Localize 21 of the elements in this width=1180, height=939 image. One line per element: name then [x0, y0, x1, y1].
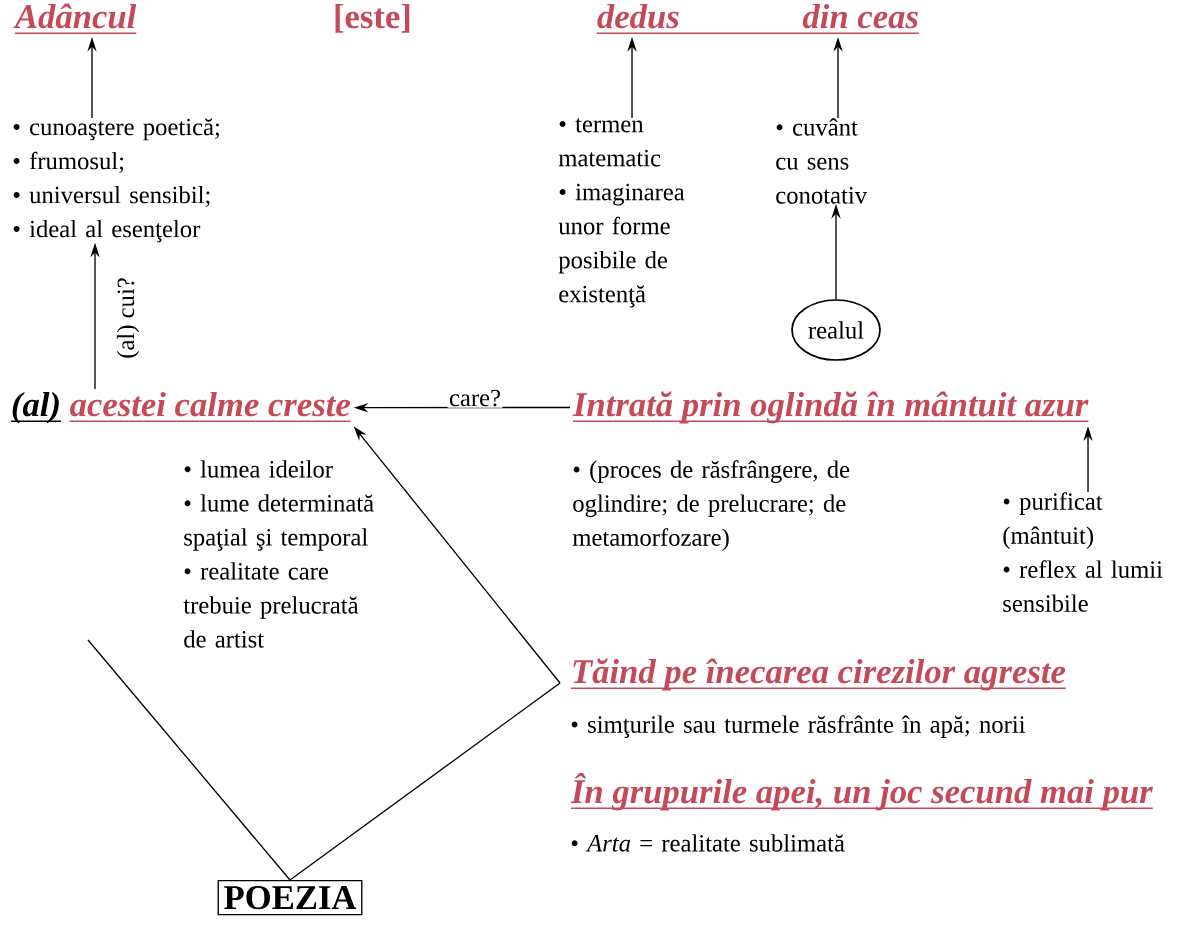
heading-text: dedus din ceas: [596, 3, 920, 34]
title-box: POEZIA: [217, 880, 363, 916]
heading-text: Tăind pe înecarea cirezilor agreste: [570, 658, 1067, 691]
heading-text: În grupurile apei, un joc secund mai pur: [570, 772, 1154, 811]
bullet-list: • simţurile sau turmele răsfrânte în apă; norii: [571, 715, 1026, 738]
bullet-list: • purificat (mântuit) • reflex al lumii sensibile: [1003, 492, 1163, 612]
heading-text: (al) acestei calme creste: [10, 391, 352, 424]
bullet-list: • termen matematic • imaginarea unor forme posibile de existenţă: [558, 118, 685, 308]
heading-text: Adâncul: [13, 3, 138, 34]
oval-node: realul: [791, 299, 881, 361]
heading-text: [este]: [335, 3, 410, 33]
connector-line: [289, 682, 561, 881]
connector-line: [87, 639, 291, 881]
edge-label: care?: [447, 388, 503, 408]
bullet-list: • lumea ideilor • lume determinată spaţial şi temporal • realitate care trebuie prelucrată de artist: [183, 460, 374, 648]
heading-text: Intrată prin oglindă în mântuit azur: [572, 391, 1090, 424]
bullet-list: • cunoaştere poetică; • frumosul; • universul sensibil; • ideal al esenţelor: [13, 118, 219, 243]
edge-label: (al) cui?: [115, 275, 141, 361]
bullet-list: • Arta = realitate sublimată: [571, 834, 845, 852]
bullet-list: • (proces de răsfrângere, de oglindire; de prelucrare; de metamorfozare): [572, 460, 850, 551]
bullet-list: • cuvânt cu sens conotativ: [776, 118, 868, 204]
